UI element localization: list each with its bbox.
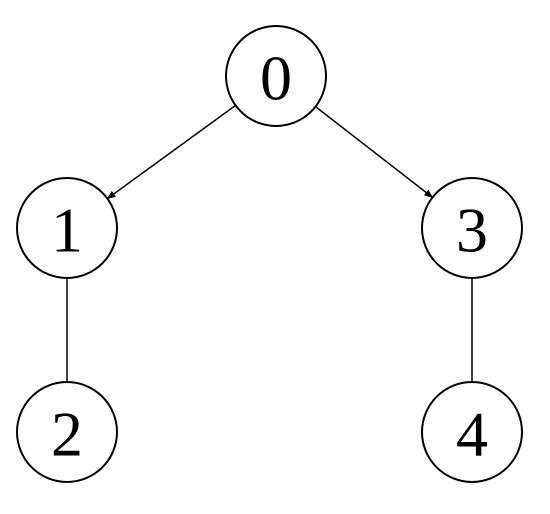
node-4-circle: [421, 381, 523, 483]
node-3-label: 3: [456, 195, 488, 266]
nodes-layer: 0 1 2 3 4: [16, 25, 523, 483]
edge-0-1: [106, 104, 237, 200]
node-0-label: 0: [260, 43, 292, 114]
edge-0-3: [315, 106, 434, 198]
node-1: 1: [16, 177, 118, 279]
node-2: 2: [16, 381, 118, 483]
node-1-circle: [16, 177, 118, 279]
node-2-label: 2: [51, 399, 83, 470]
node-4: 4: [421, 381, 523, 483]
node-0: 0: [225, 25, 327, 127]
node-3-circle: [421, 177, 523, 279]
node-4-label: 4: [456, 399, 488, 470]
node-2-circle: [16, 381, 118, 483]
node-3: 3: [421, 177, 523, 279]
node-1-label: 1: [51, 195, 83, 266]
node-0-circle: [225, 25, 327, 127]
edges-layer: [66, 104, 473, 382]
